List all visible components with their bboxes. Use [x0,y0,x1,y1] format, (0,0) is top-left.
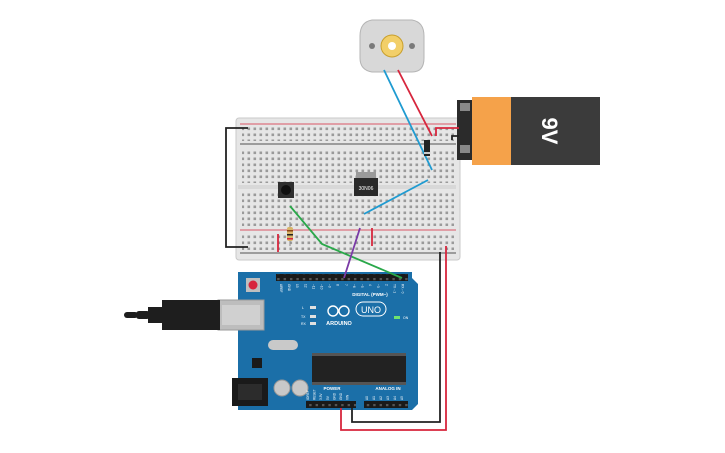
pin-label: 12 [303,284,307,288]
led-labels: L TX RX [301,306,307,326]
pin-label: IOREF [306,390,310,400]
pin-label: TX [301,315,306,319]
pin-label: A2 [379,396,383,400]
pin-label: GND [339,392,343,400]
pin-label: GND [287,284,291,292]
pin-label: A0 [365,396,369,400]
pin-label: A5 [400,396,404,400]
wire-left-ground [225,127,248,248]
dc-motor[interactable] [359,19,425,73]
breadboard [235,117,461,261]
pin-label: A1 [372,396,376,400]
digital-pin-labels: AREF GND 13 12 ~11 ~10 ~9 8 7 ~6 ~5 4 ~3 2 TX→1 RX←0 [279,284,405,294]
capacitor [291,379,309,397]
wire-gnd-black [351,252,441,423]
pin-label: 4 [368,284,372,286]
pin-label: ~3 [376,284,380,288]
pin-label: A3 [386,396,390,400]
pin-label: RX←0 [401,284,405,294]
wire-battery-black [451,135,459,140]
mosfet[interactable]: 30N06 [354,172,378,196]
pin-label: 3.3V [319,393,323,400]
usb-cable [162,300,220,330]
pin-label: L [302,306,304,310]
pin-label: ~10 [320,284,324,290]
power-header [306,401,356,408]
pin-label: ~6 [352,284,356,288]
arduino-uno[interactable]: ARDUINO UNO DIGITAL (PWM~) POWER ANALOG … [124,272,418,410]
on-led-label: ON [403,316,409,320]
pin-label: ~11 [311,284,315,289]
battery-label: 9V [537,118,562,145]
wire-drain-blue [363,179,429,215]
pin-label: 13 [295,284,299,288]
pin-label: 7 [344,284,348,286]
pin-label: 5V [326,395,330,400]
wire-battery-red [435,127,459,136]
diode [424,140,430,156]
battery-9v[interactable]: 9V [457,97,600,165]
arduino-model: UNO [361,305,381,315]
arduino-logo: ARDUINO [326,305,353,327]
power-header-label: POWER [323,386,341,391]
pin-label: GND [332,392,336,400]
wire-motor-red [397,69,433,137]
pin-label: A4 [393,396,397,400]
pin-label: VIN [346,394,350,400]
wires [225,69,459,252]
pin-label: RESET [313,389,317,400]
capacitor [273,379,291,397]
pin-label: 8 [336,284,340,286]
wire-purple [343,227,361,279]
pin-label: AREF [279,284,283,293]
pin-label: ~5 [360,284,364,288]
arduino-wires [289,205,447,431]
wire-green [289,205,403,279]
microcontroller [312,356,406,382]
digital-header [276,274,408,281]
pin-label: 2 [384,284,388,286]
pin-label: RX [301,322,307,326]
analog-header [364,401,408,408]
resistor [287,222,293,246]
digital-header-label: DIGITAL (PWM~) [352,292,388,297]
wire-5v-red [340,246,447,431]
analog-header-label: ANALOG IN [375,386,400,391]
pin-label: ~9 [328,284,332,288]
mosfet-label: 30N06 [359,186,374,192]
push-button[interactable] [278,182,294,198]
pin-label: TX→1 [392,284,396,293]
arduino-brand: ARDUINO [326,321,352,327]
